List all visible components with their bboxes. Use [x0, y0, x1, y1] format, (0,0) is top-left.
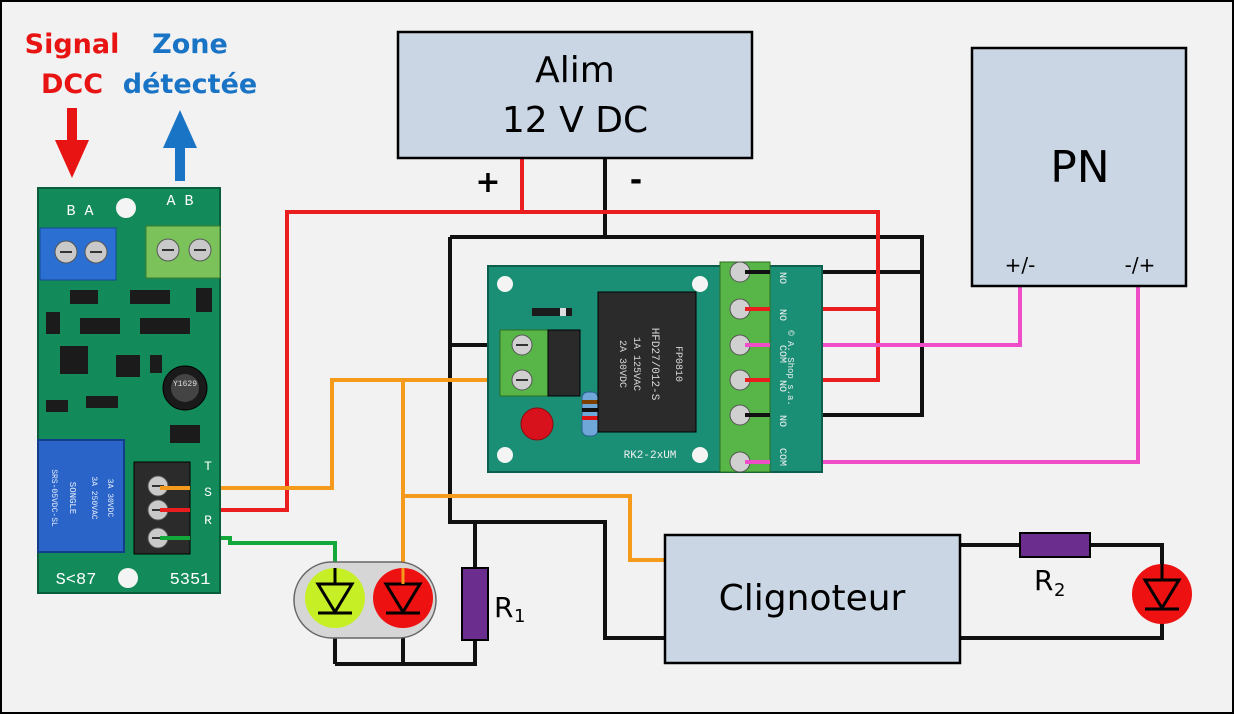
resistor-r1: R 1 [461, 567, 525, 641]
smd-component [196, 288, 212, 312]
relay-mounting-hole [692, 447, 708, 463]
relay-mounting-hole [497, 276, 513, 292]
smd-component [150, 355, 162, 373]
relay-output-terminals [719, 261, 771, 473]
pn-pin-right: -/+ [1125, 253, 1156, 277]
wire-black-top-loop [450, 235, 924, 417]
pin-no-4: NO [776, 415, 787, 427]
pin-com-1: COM [776, 345, 787, 363]
led-red-icon [373, 568, 433, 628]
detector-model: S<87 [56, 571, 97, 590]
relay-board-brand: © A. Shop s.a. [785, 330, 795, 406]
relay-mounting-hole [692, 276, 708, 292]
dcc-terminal-block [39, 227, 117, 281]
zone-label: Zone [152, 29, 228, 60]
r1-subscript: 1 [514, 606, 525, 627]
pn-title: PN [1050, 142, 1109, 193]
detectee-label: détectée [123, 69, 257, 100]
mounting-hole-top [116, 198, 136, 218]
capacitor-label: Y1629 [173, 380, 197, 389]
arrow-up-icon [163, 110, 197, 181]
wire-red-plus [520, 158, 880, 382]
wire-pink-pn-right [745, 286, 1140, 464]
relay-board-led [520, 407, 554, 441]
pn-box: PN +/- -/+ [970, 46, 1188, 288]
wire-orange-detector [160, 378, 522, 490]
diode [532, 308, 572, 316]
minus-label: - [630, 163, 642, 198]
plus-label: + [475, 165, 500, 200]
r1-label: R [494, 591, 513, 624]
r2-subscript: 2 [1054, 580, 1065, 601]
led-flasher-icon [1132, 564, 1192, 624]
pn-box-rect [970, 46, 1188, 288]
relay-mounting-hole [497, 447, 513, 463]
led-green-icon [305, 568, 365, 628]
detector-terminal-right-label: A B [166, 193, 193, 210]
wire-black-r2-right [1090, 543, 1164, 572]
detector-code: 5351 [170, 571, 211, 590]
relay-rating-a: 2A 30VDC [616, 340, 627, 388]
signal-leds [293, 561, 437, 639]
detector-terminal-left-label: B A [66, 203, 93, 220]
pin-no-3: NO [776, 380, 787, 392]
pin-label-r: R [204, 513, 212, 528]
alim-title: Alim [535, 50, 615, 91]
clignoteur-box: Clignoteur [663, 533, 962, 665]
pn-pin-left: +/- [1005, 253, 1036, 277]
alim-voltage: 12 V DC [502, 100, 648, 141]
relay-component: HFD27/012-S 2A 30VDC 1A 125VAC FP0810 [597, 291, 697, 433]
pin-label-t: T [204, 459, 212, 474]
smd-component [140, 318, 190, 334]
smd-component [46, 312, 60, 334]
relay-code: FP0810 [672, 346, 683, 382]
pin-com-2: COM [776, 448, 787, 466]
detector-relay: SONGLE SRS-05VDC-SL 3A 250VAC 3A 30VDC [37, 439, 125, 553]
smd-component [116, 355, 140, 377]
relay-board-resistor [581, 391, 599, 437]
smd-component [86, 396, 118, 408]
r2-label: R [1034, 564, 1053, 597]
relay-board-name: RK2-2xUM [624, 450, 677, 462]
wire-orange-clignoteur [403, 494, 665, 562]
alim-box-rect [396, 30, 754, 160]
wire-pink-pn-left [745, 286, 1022, 347]
detector-board: B A A B [37, 187, 221, 594]
pin-label-s: S [204, 485, 212, 500]
pin-no-1: NO [776, 272, 787, 284]
pin-no-2: NO [776, 309, 787, 321]
relay-input-terminal [499, 329, 581, 397]
zone-terminal-block [145, 225, 221, 279]
wire-black-clignoteur [448, 237, 665, 640]
transistor [170, 425, 200, 443]
smd-component [130, 290, 170, 304]
relay-board: HFD27/012-S 2A 30VDC 1A 125VAC FP0810 RK… [487, 261, 823, 473]
relay-model: HFD27/012-S [648, 328, 660, 401]
arrow-down-icon [55, 108, 89, 178]
relay-rating-b: 1A 125VAC [630, 337, 641, 391]
relay-brand: SONGLE [67, 482, 77, 514]
wire-ends [160, 270, 770, 540]
ic-chip [60, 346, 88, 374]
alim-box: Alim 12 V DC [396, 30, 754, 160]
capacitor: Y1629 [162, 365, 208, 411]
clignoteur-label: Clignoteur [719, 578, 906, 619]
relay-rating-1: SRS-05VDC-SL [49, 469, 58, 527]
relay-rating-3: 3A 30VDC [105, 479, 114, 518]
smd-component [70, 290, 98, 304]
smd-component [80, 318, 120, 334]
wire-red-detector [160, 210, 522, 512]
signal-label: Signal [25, 29, 120, 60]
clignoteur-box-rect [663, 533, 962, 665]
relay-rating-2: 3A 250VAC [89, 476, 98, 519]
mounting-hole-bottom [118, 568, 138, 588]
resistor-r2: R 2 [1019, 532, 1091, 601]
dcc-label: DCC [41, 69, 103, 100]
smd-component [46, 400, 68, 412]
wires [160, 158, 1164, 666]
